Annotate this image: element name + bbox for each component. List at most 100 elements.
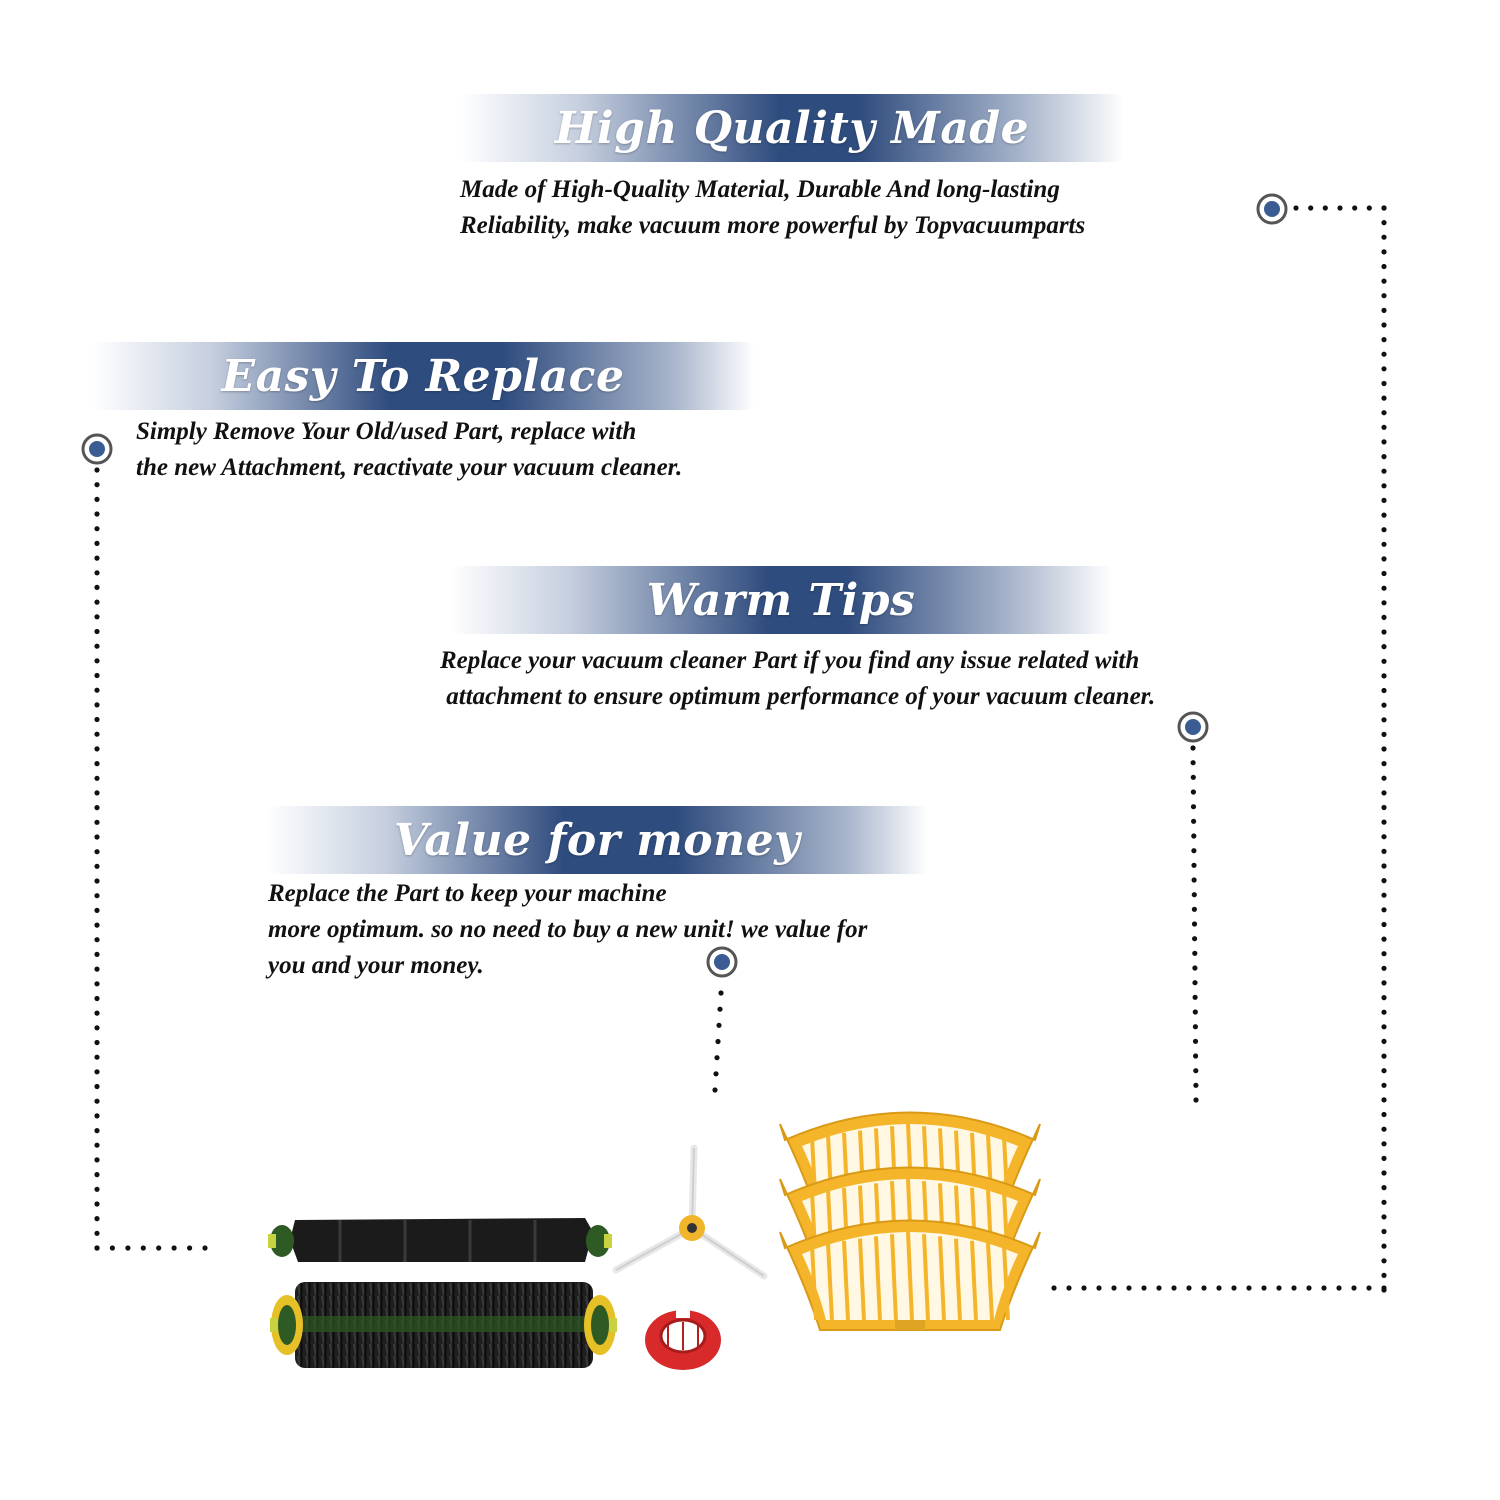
connector-dot <box>1193 1053 1199 1059</box>
marker-icon <box>1177 711 1209 743</box>
description-line: you and your money. <box>268 952 484 979</box>
connector-dot <box>1381 337 1387 343</box>
section-description-value: Replace the Part to keep your machine mo… <box>268 876 867 984</box>
connector-dot <box>1190 745 1196 751</box>
connector-dot <box>1190 804 1197 810</box>
connector-dot <box>1276 1285 1282 1291</box>
connector-dot <box>109 1245 115 1251</box>
connector-dot <box>94 1230 100 1236</box>
connector-dot <box>1381 1258 1387 1264</box>
connector-dot <box>717 1006 723 1012</box>
connector-dot <box>94 1069 100 1075</box>
connector-dot <box>1293 205 1299 211</box>
connector-dot <box>1381 249 1387 255</box>
connector-dot <box>1336 1285 1342 1291</box>
connector-dot <box>1191 921 1198 927</box>
connector-dot <box>1381 1285 1387 1291</box>
connector-dot <box>1381 1155 1387 1161</box>
connector-dot <box>94 922 100 928</box>
connector-dot <box>1381 1024 1387 1030</box>
connector-dot <box>94 570 100 576</box>
banner-title: Warm Tips <box>646 574 916 626</box>
connector-dot <box>1381 1111 1387 1118</box>
connector-dot <box>1190 760 1196 766</box>
connector-dot <box>712 1087 718 1093</box>
connector-dot <box>1192 950 1198 956</box>
connector-dot <box>94 746 100 752</box>
connector-dot <box>1381 380 1387 387</box>
connector-dot <box>94 849 100 855</box>
connector-dot <box>94 878 100 884</box>
connector-dot <box>94 599 100 605</box>
connector-dot <box>1171 1285 1177 1291</box>
connector-dot <box>1192 1009 1198 1015</box>
connector-dot <box>1381 702 1387 708</box>
connector-dot <box>1381 351 1387 357</box>
banner-warm-tips: Warm Tips <box>450 566 1112 634</box>
connector-dot <box>1381 1009 1387 1015</box>
connector-dot <box>1381 819 1387 825</box>
connector-dot <box>94 966 100 972</box>
connector-dot <box>1381 483 1387 489</box>
connector-dot <box>1381 234 1387 240</box>
connector-dot <box>94 467 100 473</box>
connector-dot <box>1381 1126 1387 1132</box>
connector-dot <box>1381 717 1387 723</box>
connector-dot <box>1381 220 1387 226</box>
bristle-roller-icon <box>270 1282 617 1368</box>
connector-dot <box>1156 1285 1162 1291</box>
connector-dot <box>1381 1141 1387 1147</box>
connector-dot <box>1381 951 1387 957</box>
connector-dot <box>1190 789 1196 795</box>
connector-dot <box>1381 366 1387 372</box>
connector-dot <box>1191 906 1197 912</box>
connector-dot <box>1381 1170 1387 1176</box>
connector-dot <box>1066 1285 1072 1291</box>
connector-dot <box>94 834 100 840</box>
connector-dot <box>1190 774 1196 780</box>
connector-dot <box>1381 1199 1387 1205</box>
connector-dot <box>1193 1097 1199 1103</box>
connector-dot <box>1381 848 1387 855</box>
connector-dot <box>94 981 100 987</box>
connector-dot <box>94 511 100 517</box>
connector-dot <box>1381 293 1387 299</box>
connector-dot <box>1291 1285 1297 1291</box>
connector-dot <box>1337 205 1343 211</box>
connector-dot <box>713 1071 719 1077</box>
description-line: attachment to ensure optimum performance… <box>440 683 1156 710</box>
connector-dot <box>94 907 100 914</box>
dotted-paths <box>94 205 1387 1293</box>
connector-dot <box>94 1054 100 1060</box>
connector-dot <box>94 1098 100 1104</box>
connector-dot <box>1381 410 1387 416</box>
connector-dot <box>718 990 724 996</box>
connector-dot <box>94 496 100 502</box>
connector-dot <box>94 1216 100 1222</box>
connector-dot <box>1193 1068 1199 1074</box>
connector-dot <box>1381 980 1387 986</box>
connector-dot <box>1381 278 1387 284</box>
connector-dot <box>1381 541 1387 547</box>
connector-dot <box>94 702 100 708</box>
connector-dot <box>1193 1082 1199 1088</box>
connector-dot <box>1352 205 1358 211</box>
connector-dot <box>1321 1285 1327 1291</box>
connector-dot <box>1381 863 1387 869</box>
connector-dot <box>94 1245 100 1251</box>
connector-dot <box>1381 570 1387 577</box>
connector-dot <box>1141 1285 1147 1291</box>
description-line: more optimum. so no need to buy a new un… <box>268 916 868 943</box>
connector-dot <box>94 1083 100 1090</box>
connector-dot <box>1381 556 1387 562</box>
connector-dot <box>94 526 100 532</box>
connector-dot <box>1051 1285 1057 1291</box>
connector-dot <box>1192 994 1198 1000</box>
connector-dot <box>1381 585 1387 591</box>
connector-dot <box>1381 658 1387 664</box>
beater-roller-icon <box>268 1218 612 1262</box>
connector-dot <box>1366 205 1372 211</box>
connector-dot <box>94 1142 100 1148</box>
